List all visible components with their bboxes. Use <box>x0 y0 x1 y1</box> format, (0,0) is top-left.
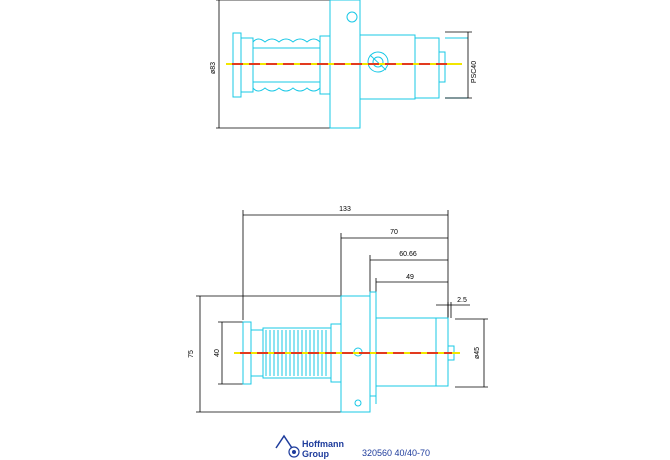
dim-75: 75 <box>188 295 343 413</box>
bottom-view: 133 70 60.66 49 2.5 75 <box>188 206 488 413</box>
dim-label-psc40: PSC40 <box>471 61 478 83</box>
brand-line2: Group <box>302 449 329 459</box>
dim-label-133: 133 <box>339 206 351 213</box>
dim-40: 40 <box>214 321 245 385</box>
footer: Hoffmann Group 320560 40/40-70 <box>275 434 430 459</box>
dim-60-66: 60.66 <box>369 251 448 295</box>
brand-line1: Hoffmann <box>302 439 344 449</box>
dim-label-70: 70 <box>390 229 398 236</box>
top-view: ø83 PSC40 <box>210 0 478 129</box>
dim-label-83: ø83 <box>210 62 217 74</box>
screw-icon <box>367 51 389 73</box>
dim-label-75: 75 <box>188 350 195 358</box>
hoffmann-logo-icon <box>275 434 300 458</box>
dim-label-49: 49 <box>406 274 414 281</box>
part-number: 320560 40/40-70 <box>362 448 430 458</box>
dim-label-2-5: 2.5 <box>457 297 467 304</box>
dim-2-5: 2.5 <box>436 297 470 318</box>
dim-label-60-66: 60.66 <box>399 251 417 258</box>
dim-70: 70 <box>340 229 448 300</box>
dim-label-45: ø45 <box>474 347 481 359</box>
dim-45: ø45 <box>455 318 488 388</box>
dim-133: 133 <box>242 206 449 320</box>
dim-label-40: 40 <box>214 349 221 357</box>
dim-psc40: PSC40 <box>445 31 478 99</box>
dim-49: 49 <box>375 274 448 292</box>
